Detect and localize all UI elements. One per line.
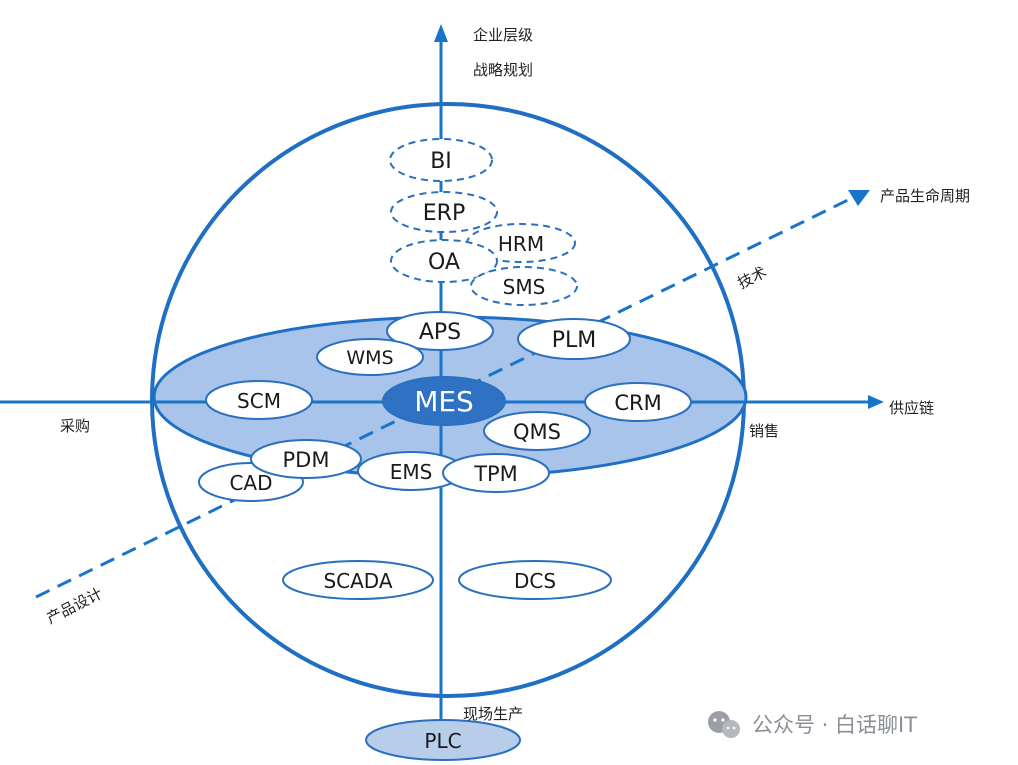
node-sms-label: SMS — [503, 275, 546, 299]
node-oa-label: OA — [428, 250, 460, 275]
node-plc-label: PLC — [424, 729, 461, 753]
node-aps: APS — [386, 311, 494, 351]
node-erp: ERP — [390, 191, 498, 233]
node-crm: CRM — [584, 382, 692, 422]
axis-label-diagonal-start: 产品设计 — [44, 584, 106, 627]
vertical-axis-arrow-icon — [434, 24, 448, 42]
node-crm-label: CRM — [614, 391, 661, 415]
node-wms: WMS — [316, 338, 424, 376]
axis-label-diagonal-mid: 技术 — [735, 263, 770, 293]
node-tpm: TPM — [442, 453, 550, 493]
diagonal-axis-arrow-icon — [848, 190, 870, 206]
node-ems-label: EMS — [390, 460, 433, 484]
axis-label-left: 采购 — [60, 417, 90, 435]
node-scada: SCADA — [282, 560, 434, 600]
node-oa: OA — [390, 239, 498, 283]
node-qms-label: QMS — [513, 420, 561, 444]
axis-label-top-line1: 企业层级 — [473, 26, 533, 44]
node-bi-label: BI — [430, 149, 452, 174]
watermark-text: 公众号 · 白话聊IT — [752, 713, 917, 737]
axis-label-right-below: 销售 — [749, 422, 779, 440]
node-pdm: PDM — [250, 439, 362, 479]
axis-label-bottom: 现场生产 — [463, 705, 523, 723]
node-plc: PLC — [365, 719, 521, 761]
node-aps-label: APS — [419, 320, 461, 345]
node-dcs-label: DCS — [514, 569, 556, 593]
node-cad-label: CAD — [229, 471, 272, 495]
node-dcs: DCS — [458, 560, 612, 600]
axis-label-diagonal-end: 产品生命周期 — [880, 187, 970, 205]
node-bi: BI — [389, 138, 493, 182]
node-erp-label: ERP — [423, 201, 465, 226]
watermark: 公众号 · 白话聊IT — [708, 711, 917, 738]
node-scm-label: SCM — [237, 389, 281, 413]
diagonal-axis — [35, 196, 853, 599]
node-scm: SCM — [205, 380, 313, 420]
node-plm-label: PLM — [552, 328, 597, 353]
node-hrm-label: HRM — [498, 232, 544, 256]
axis-label-top-line2: 战略规划 — [473, 61, 533, 79]
node-tpm-label: TPM — [473, 462, 518, 486]
node-scada-label: SCADA — [323, 569, 392, 593]
horizontal-axis-arrow-icon — [868, 395, 884, 409]
node-qms: QMS — [483, 411, 591, 451]
node-pdm-label: PDM — [283, 448, 330, 472]
node-mes-label: MES — [414, 385, 474, 418]
node-mes: MES — [382, 376, 506, 426]
node-wms-label: WMS — [346, 347, 393, 369]
node-sms: SMS — [470, 266, 578, 306]
node-plm: PLM — [517, 318, 631, 360]
wechat-icon — [708, 711, 740, 738]
axis-label-right: 供应链 — [889, 399, 934, 417]
